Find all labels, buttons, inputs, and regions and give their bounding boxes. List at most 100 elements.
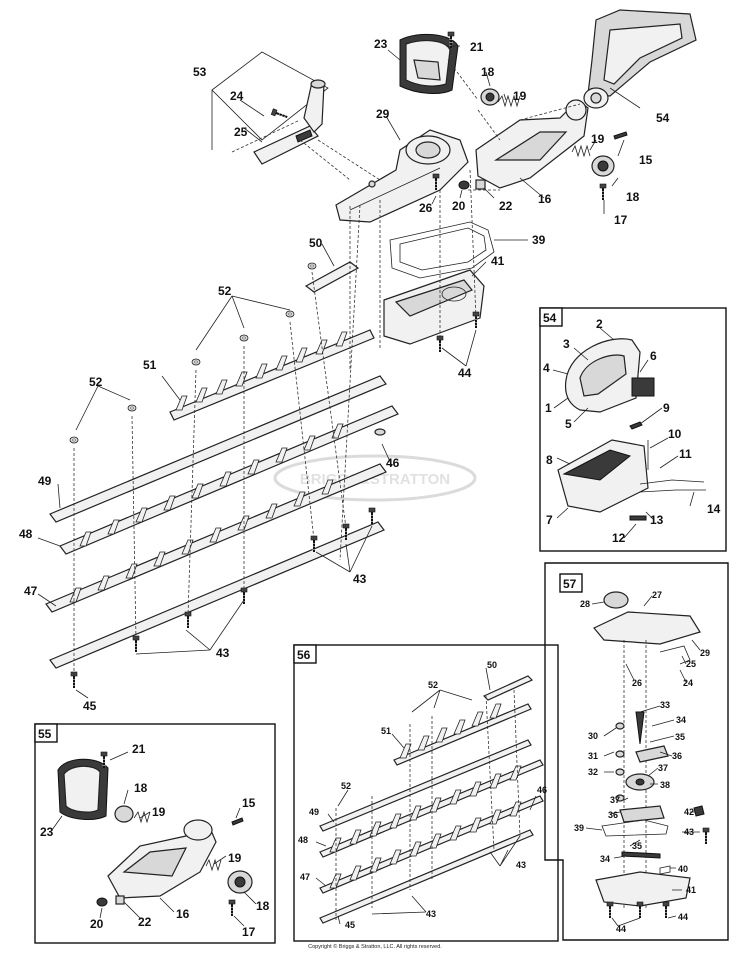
callout-19b: 19 bbox=[591, 132, 605, 146]
inset-55-callout-16: 16 bbox=[176, 907, 190, 921]
blade-48 bbox=[59, 405, 399, 555]
callout-44: 44 bbox=[458, 366, 472, 380]
callout-25: 25 bbox=[234, 125, 248, 139]
callout-43: 43 bbox=[353, 572, 367, 586]
inset-54-callout-10: 10 bbox=[668, 427, 682, 441]
callout-22: 22 bbox=[499, 199, 513, 213]
inset-55-callout-19b: 19 bbox=[228, 851, 242, 865]
inset-57-callout-35b: 35 bbox=[632, 841, 642, 851]
spacer-bar bbox=[304, 261, 360, 293]
inset-56: 56 50 52 51 52 46 49 48 47 43 43 45 bbox=[293, 644, 559, 942]
inset-55-callout-21: 21 bbox=[132, 742, 146, 756]
handle-bar-frame bbox=[211, 51, 329, 150]
callout-51: 51 bbox=[143, 358, 157, 372]
blade-bar-49 bbox=[49, 375, 387, 523]
inset-57-callout-44: 44 bbox=[616, 924, 626, 934]
inset-57-callout-40: 40 bbox=[678, 864, 688, 874]
spring-right bbox=[571, 144, 591, 158]
callout-45: 45 bbox=[83, 699, 97, 713]
inset-55-callout-15: 15 bbox=[242, 796, 256, 810]
inset-54-callout-13: 13 bbox=[650, 513, 664, 527]
callout-46: 46 bbox=[386, 456, 400, 470]
inset-57-callout-33: 33 bbox=[660, 700, 670, 710]
inset-56-callout-43: 43 bbox=[516, 860, 526, 870]
callout-18b: 18 bbox=[626, 190, 640, 204]
inset-55-callout-17: 17 bbox=[242, 925, 256, 939]
callout-41: 41 bbox=[491, 254, 505, 268]
inset-56-callout-50: 50 bbox=[487, 660, 497, 670]
inset-55: 55 21 18 19 23 15 19 18 20 22 16 17 bbox=[34, 723, 276, 944]
plug bbox=[475, 179, 486, 190]
callout-20: 20 bbox=[452, 199, 466, 213]
inset-57-callout-42: 42 bbox=[684, 807, 694, 817]
rear-handle bbox=[583, 9, 697, 109]
knob-right bbox=[591, 155, 615, 177]
inset-57-callout-34b: 34 bbox=[600, 854, 610, 864]
callout-19: 19 bbox=[513, 89, 527, 103]
knob-upper bbox=[480, 88, 500, 106]
inset-56-callout-43b: 43 bbox=[426, 909, 436, 919]
inset-56-callout-52b: 52 bbox=[341, 781, 351, 791]
callout-53: 53 bbox=[193, 65, 207, 79]
callout-48: 48 bbox=[19, 527, 33, 541]
copyright-footer: Copyright © Briggs & Stratton, LLC. All … bbox=[308, 944, 442, 950]
upper-housing bbox=[335, 129, 469, 223]
inset-55-callout-19: 19 bbox=[152, 805, 166, 819]
inset-55-tag: 55 bbox=[38, 727, 52, 741]
inset-57-callout-26: 26 bbox=[632, 678, 642, 688]
inset-56-tag: 56 bbox=[297, 648, 311, 662]
inset-57-callout-37b: 37 bbox=[610, 795, 620, 805]
inset-56-callout-49: 49 bbox=[309, 807, 319, 817]
inset-57-callout-28: 28 bbox=[580, 599, 590, 609]
gear-case bbox=[383, 269, 485, 345]
callout-47: 47 bbox=[24, 584, 38, 598]
inset-57-callout-41: 41 bbox=[686, 885, 696, 895]
pin bbox=[613, 131, 628, 140]
inset-57-callout-25: 25 bbox=[686, 659, 696, 669]
callout-52b: 52 bbox=[89, 375, 103, 389]
inset-57: 57 28 27 29 25 26 24 33 34 30 35 31 36 3… bbox=[544, 562, 729, 941]
inset-57-callout-34: 34 bbox=[676, 715, 686, 725]
inset-55-callout-18b: 18 bbox=[256, 899, 270, 913]
inset-54-callout-14: 14 bbox=[707, 502, 721, 516]
spring-upper bbox=[497, 94, 521, 108]
inset-55-callout-22: 22 bbox=[138, 915, 152, 929]
inset-54-callout-7: 7 bbox=[546, 513, 553, 527]
callout-23: 23 bbox=[374, 37, 388, 51]
callout-50: 50 bbox=[309, 236, 323, 250]
callout-54: 54 bbox=[656, 111, 670, 125]
inset-57-callout-29: 29 bbox=[700, 648, 710, 658]
inset-56-callout-45: 45 bbox=[345, 920, 355, 930]
main-callout-labels: 53 24 25 23 21 18 19 29 54 19 15 16 18 1… bbox=[19, 37, 670, 713]
inset-54-callout-12: 12 bbox=[612, 531, 626, 545]
callout-49: 49 bbox=[38, 474, 52, 488]
main-assembly: 53 24 25 23 21 18 19 29 54 19 15 16 18 1… bbox=[19, 9, 697, 713]
inset-54-callout-4: 4 bbox=[543, 361, 550, 375]
callout-17: 17 bbox=[614, 213, 628, 227]
inset-57-callout-44b: 44 bbox=[678, 912, 688, 922]
blade-bar-bottom bbox=[49, 521, 385, 669]
inset-57-callout-36: 36 bbox=[672, 751, 682, 761]
inset-57-tag: 57 bbox=[563, 577, 577, 591]
inset-57-callout-43: 43 bbox=[684, 827, 694, 837]
watermark: BRIGGS&STRATTON bbox=[273, 454, 477, 502]
inset-54-callout-3: 3 bbox=[563, 337, 570, 351]
handle-bar bbox=[253, 79, 326, 165]
gasket bbox=[389, 221, 495, 279]
inset-57-callout-38: 38 bbox=[660, 780, 670, 790]
inset-54-callout-9: 9 bbox=[663, 401, 670, 415]
inset-54-callout-6: 6 bbox=[650, 349, 657, 363]
inset-57-callout-37: 37 bbox=[658, 763, 668, 773]
inset-54-callout-5: 5 bbox=[565, 417, 572, 431]
inset-54-callout-2: 2 bbox=[596, 317, 603, 331]
callout-29: 29 bbox=[376, 107, 390, 121]
handle-frame bbox=[475, 99, 589, 189]
inset-57-callout-35: 35 bbox=[675, 732, 685, 742]
inset-57-callout-31: 31 bbox=[588, 751, 598, 761]
inset-57-callout-32: 32 bbox=[588, 767, 598, 777]
inset-54-callout-8: 8 bbox=[546, 453, 553, 467]
blade-47 bbox=[45, 463, 387, 613]
hand-guard bbox=[399, 33, 459, 94]
insert-nut bbox=[458, 180, 470, 190]
